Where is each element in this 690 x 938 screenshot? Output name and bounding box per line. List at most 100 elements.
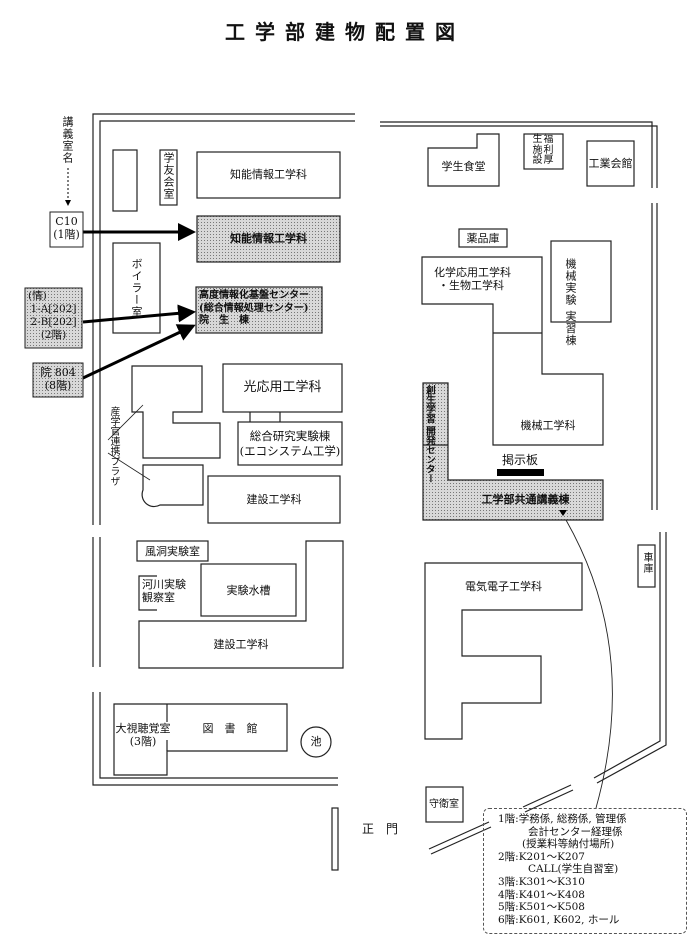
label-koou: 光応用工学科 [243,380,322,395]
legend-line: 6階:K601, K602, ホール [498,913,620,926]
label-kasen-line2: 観察室 [142,591,175,604]
building-chino-hatched [196,215,341,263]
box-c10 [49,211,84,248]
label-kodo-line3: 院 生 棟 [199,315,249,326]
arrow-in804 [82,324,196,380]
label-kosei: 生福 施利 設厚 [524,134,563,167]
label-sosei: 創生学習 開発センター [424,385,435,483]
label-kasen-line1: 河川実験 [142,578,186,591]
jo-room2: 2-B[202] [30,316,77,328]
jo-room1: 1-A[202] [30,303,77,315]
label-sogo-line1: 総合研究実験棟 [249,429,331,443]
building-fudo [136,540,209,562]
building-kagaku-kikai [421,256,604,446]
building-kogyo-kaikan [586,140,635,187]
label-main-gate: 正 門 [362,822,399,836]
label-sosei-col2: 開発センター [424,426,435,484]
box-jo [24,287,83,349]
c10-room: C10 [55,215,78,228]
building-denki [424,562,583,740]
c10-floor: (1階) [53,228,80,241]
label-kensetsu1: 建設工学科 [246,493,302,506]
label-kikai-jikken: 機械実験 実習棟 [564,258,577,347]
building-kensetsu2 [138,540,344,669]
building-kodo [195,286,323,334]
label-sosei-col1: 創生学習 [424,385,435,423]
label-chino2: 知能情報工学科 [230,232,307,245]
building-boiler [112,242,161,334]
label-guard: 守衛室 [429,799,459,810]
label-gakuyukai: 学友会室 [162,152,175,200]
building-sangaku-a [131,365,221,459]
legend-line: (授業料等納付場所) [522,838,615,851]
building-unnamed [112,149,138,212]
jo-label: (情) 1-A[202] 2-B[202] (2階) [25,290,82,342]
building-sangaku-b [141,464,204,508]
building-shako [637,544,656,588]
building-kosei [523,133,564,170]
label-shako: 車庫 [641,552,652,574]
label-kagaku-line1: 化学応用工学科 [434,266,511,279]
pond [300,726,332,758]
label-kodo-line2: (総合情報処理センター) [199,302,309,314]
label-suiso: 実験水槽 [226,584,271,597]
label-sogo: 総合研究実験棟 (エコシステム工学) [236,429,344,459]
label-library: 図 書 館 [202,722,258,735]
c10-label: C10 (1階) [50,215,83,241]
page-title: 工学部建物配置図 [225,20,465,44]
label-keijiban: 掲示板 [501,453,538,467]
building-kyotsu [422,382,604,521]
legend-line: 1階:学務係, 総務係, 管理係 [498,813,627,825]
label-kyotsu: 工学部共通講義棟 [481,493,570,506]
building-kikai-jikken [550,240,612,323]
legend-line: 5階:K501～K508 [498,901,585,914]
label-boiler: ボイラー室 [130,258,143,318]
building-yakuhin [458,228,508,248]
lecture-room-label: 講義室名 [61,116,74,164]
label-pond: 池 [310,735,322,748]
legend-line: 2階:K201～K207 [498,850,585,863]
label-sogo-line2: (エコシステム工学) [239,444,341,458]
label-yakuhin: 薬品庫 [466,232,500,245]
building-koou [222,363,343,413]
box-in804 [32,362,84,398]
label-kagaku-line2: ・生物工学科 [438,279,504,292]
label-kosei-row: 生福 [532,134,555,145]
label-daishichokaku-name: 大視聴覚室 [115,722,171,735]
building-suiso [200,563,297,617]
label-fudo: 風洞実験室 [145,545,200,558]
building-guard [425,786,464,823]
legend-line: CALL(学生自習室) [528,863,619,876]
label-daishichokaku-floor: (3階) [129,735,157,748]
building-kensetsu [207,475,341,524]
label-chino1: 知能情報工学科 [230,168,307,181]
jo-floor: (2階) [40,329,67,341]
bulletin-board [497,469,544,476]
label-kogyo-kaikan: 工業会館 [588,157,633,170]
label-denki: 電気電子工学科 [465,580,542,593]
jo-prefix: (情) [28,290,47,302]
building-gakuyukai [159,149,178,206]
label-shokudo: 学生食堂 [441,160,486,173]
building-chino [196,151,341,199]
in804-room: 院 804 [40,366,76,379]
label-kosei-row: 施利 [532,144,555,156]
label-kodo-line1: 高度情報化基盤センター [199,290,309,301]
label-kosei-row: 設厚 [532,155,555,166]
label-kikai-jikken-col2: 実習棟 [564,310,577,347]
callout-curve [565,519,613,809]
legend-line: 3階:K301～K310 [498,875,585,888]
building-sogo [237,421,343,466]
label-daishichokaku: 大視聴覚室 (3階) [112,722,174,748]
in804-label: 院 804 (8階) [33,366,83,392]
boundary-walls [92,113,667,871]
label-kagaku: 化学応用工学科 ・生物工学科 [434,266,511,292]
building-shokudo [427,133,500,187]
label-kodo: 高度情報化基盤センター (総合情報処理センター) 院 生 棟 [199,290,309,328]
label-sangaku: 産学官連携プラザ [108,406,119,486]
label-kikai-jikken-col1: 機械実験 [564,258,577,306]
legend-line: 4階:K401～K408 [498,888,585,901]
label-kensetsu2: 建設工学科 [213,638,269,651]
lecture-building-floor-legend: 1階:学務係, 総務係, 管理係 会計センター経理係 (授業料等納付場所) 2階… [483,808,687,934]
